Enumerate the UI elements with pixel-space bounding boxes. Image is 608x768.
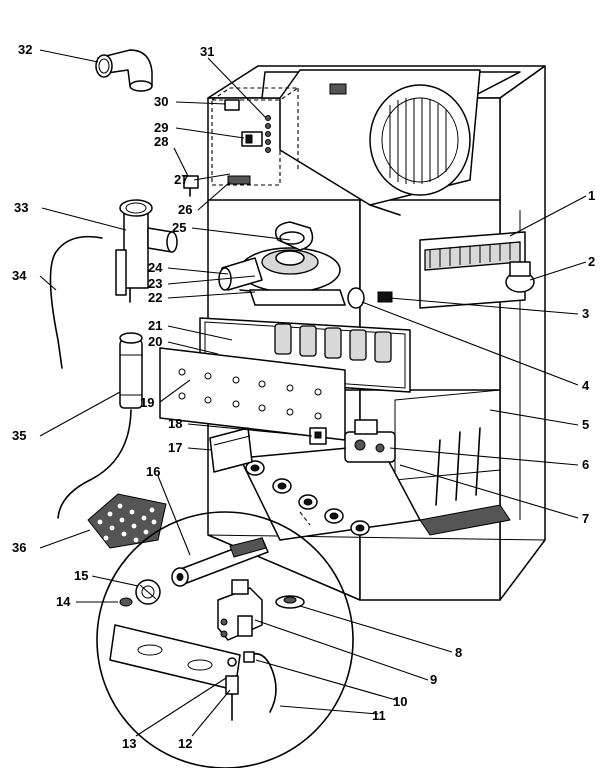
callout-23: 23	[148, 276, 162, 291]
burner-tubes	[245, 460, 370, 536]
door-switch-28	[183, 175, 199, 189]
callout-26: 26	[178, 202, 192, 217]
detail-callout-circle	[96, 511, 354, 768]
secondary-heat-exchanger	[347, 231, 535, 536]
vent-tee-pipe	[115, 199, 178, 303]
callout-30: 30	[154, 94, 168, 109]
rollout-switch-4	[347, 287, 365, 309]
transformer-26	[227, 175, 251, 185]
callout-5: 5	[582, 417, 589, 432]
callout-33: 33	[14, 200, 28, 215]
blower-wheel-vanes	[389, 98, 447, 184]
flame-sensor-8	[275, 595, 305, 609]
ignition-module-17	[209, 427, 253, 473]
heat-exchanger	[159, 317, 411, 441]
callout-32: 32	[18, 42, 32, 57]
callout-35: 35	[12, 428, 26, 443]
callout-20: 20	[148, 334, 162, 349]
callout-31: 31	[200, 44, 214, 59]
callout-36: 36	[12, 540, 26, 555]
callout-27: 27	[174, 172, 188, 187]
bottom-grille	[419, 504, 511, 536]
orifice-fitting-12	[225, 675, 239, 721]
leader-lines	[39, 49, 587, 737]
callout-8: 8	[455, 645, 462, 660]
callout-3: 3	[582, 306, 589, 321]
pilot-fitting-10	[243, 651, 255, 663]
pilot-tubing	[249, 652, 277, 713]
callout-1: 1	[588, 188, 595, 203]
callout-11: 11	[372, 708, 386, 723]
condensate-trap	[57, 332, 143, 519]
callout-15: 15	[74, 568, 88, 583]
callout-12: 12	[178, 736, 192, 751]
callout-6: 6	[582, 457, 589, 472]
callout-2: 2	[588, 254, 595, 269]
callout-4: 4	[582, 378, 590, 393]
inducer-assembly	[218, 221, 346, 306]
callout-29: 29	[154, 120, 168, 135]
burner-assembly	[209, 419, 421, 541]
control-relay-30	[224, 99, 240, 111]
callout-16: 16	[146, 464, 160, 479]
orifice-15	[135, 579, 161, 605]
callout-18: 18	[168, 416, 182, 431]
vent-elbow	[95, 49, 153, 92]
callout-17: 17	[168, 440, 182, 455]
spring-14	[119, 597, 133, 607]
callout-22: 22	[148, 290, 162, 305]
callout-labels: 1 2 3 4 5 6 7 8 9 10 11 12 13 14 15 16 1…	[12, 42, 595, 751]
callout-25: 25	[172, 220, 186, 235]
burner-bracket	[109, 624, 241, 691]
callout-28: 28	[154, 134, 168, 149]
callout-34: 34	[12, 268, 27, 283]
callout-21: 21	[148, 318, 162, 333]
limit-switch-3	[377, 291, 393, 303]
filter-media	[87, 493, 167, 549]
blower-assembly	[261, 69, 521, 216]
combustion-openings	[274, 323, 392, 363]
pilot-burner-9	[217, 579, 263, 641]
callout-13: 13	[122, 736, 136, 751]
burner-tube-16	[171, 537, 269, 587]
control-box	[183, 87, 300, 197]
callout-19: 19	[140, 395, 154, 410]
callout-14: 14	[56, 594, 71, 609]
callout-10: 10	[393, 694, 407, 709]
gas-valve-6	[344, 419, 396, 463]
callout-9: 9	[430, 672, 437, 687]
pressure-hose	[49, 235, 103, 369]
terminal-strip-31	[265, 115, 271, 153]
callout-24: 24	[148, 260, 163, 275]
callout-7: 7	[582, 511, 589, 526]
